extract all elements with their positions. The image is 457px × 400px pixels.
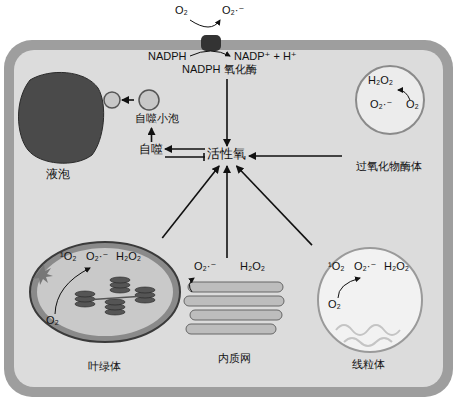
oxidase-reaction-arrow <box>190 20 220 27</box>
chloroplast-stroma <box>37 248 173 336</box>
node-text: 活性氧 <box>207 147 246 162</box>
node-text: O₂ <box>406 98 419 111</box>
node-text: H₂O₂ <box>384 260 409 273</box>
chemical-label: NADP⁺ + H⁺ <box>234 50 297 63</box>
fused-vesicle <box>104 92 120 108</box>
vacuole <box>19 72 104 163</box>
light-star <box>33 264 53 285</box>
node-text: H₂O₂ <box>368 74 393 87</box>
node-text: H₂O₂ <box>240 260 265 273</box>
node-text: NADPH 氧化酶 <box>182 63 257 76</box>
arrow-connector <box>226 79 228 146</box>
cell-wall <box>4 40 453 397</box>
arrow-connector <box>122 99 134 101</box>
arrow-connector <box>151 128 153 142</box>
arrow-connector <box>237 166 312 245</box>
node-text: 线粒体 <box>352 358 385 371</box>
chloroplast-arrow <box>55 268 90 314</box>
chemical-label: O₂ <box>175 4 188 17</box>
er-fold <box>190 310 282 320</box>
arrow-connector <box>249 155 342 157</box>
cristae <box>344 338 392 346</box>
chemical-label: NADPH <box>148 50 187 63</box>
mito-arrow <box>338 278 360 298</box>
organelle-node: 活性氧 <box>205 146 249 166</box>
inhibition-line <box>165 156 205 158</box>
node-text: H₂O₂ <box>116 250 141 263</box>
peroxisome <box>356 66 424 134</box>
cristae <box>336 325 400 335</box>
organelle-node: ¹O₂ O₂·⁻ H₂O₂ O₂ 线粒体 <box>312 236 432 380</box>
organelle-node: O₂·⁻ H₂O₂ 内质网 <box>180 258 292 368</box>
node-text: 自噬小泡 <box>135 112 179 125</box>
organelle-node: ¹O₂ O₂·⁻ H₂O₂ O₂ 叶绿体 <box>28 238 186 378</box>
chemical-label: O₂·⁻ <box>222 4 244 17</box>
organelle-node: H₂O₂ O₂·⁻ O₂ 过氧化物酶体 <box>342 62 442 176</box>
node-text: 过氧化物酶体 <box>356 160 422 173</box>
node-text: O₂·⁻ <box>86 250 108 263</box>
nadph-oxidase-symbol <box>201 35 221 51</box>
inhibition-bar <box>203 153 205 161</box>
er-fold <box>184 296 284 306</box>
node-text: O₂ <box>328 298 341 311</box>
arrow-connector <box>226 166 228 258</box>
organelle-node: NADPH 氧化酶 <box>180 63 260 79</box>
nadph-reaction-arrow <box>190 51 230 56</box>
node-text: 叶绿体 <box>88 360 121 373</box>
organelle-node: 自噬小泡 <box>134 88 188 128</box>
er-fold <box>186 324 276 334</box>
er-arrow <box>189 278 194 292</box>
chloroplast <box>30 242 180 342</box>
autophagosome <box>139 90 159 110</box>
er-fold <box>188 282 283 292</box>
node-text: ¹O₂ <box>328 260 345 273</box>
thylakoid <box>85 296 145 300</box>
node-text: 自噬 <box>139 143 163 157</box>
node-text: ¹O₂ <box>60 250 77 263</box>
node-text: 内质网 <box>218 352 251 365</box>
node-text: O₂·⁻ <box>194 260 216 273</box>
node-text: 液泡 <box>46 168 70 182</box>
organelle-node: 自噬 <box>138 142 165 160</box>
node-text: O₂·⁻ <box>354 260 376 273</box>
organelle-node: 液泡 <box>18 68 122 190</box>
arrow-connector <box>165 148 205 150</box>
mitochondrion <box>318 248 422 352</box>
cytoplasm <box>14 50 443 387</box>
node-text: O₂ <box>46 314 59 327</box>
arrow-connector <box>162 166 219 238</box>
node-text: O₂·⁻ <box>370 98 392 111</box>
